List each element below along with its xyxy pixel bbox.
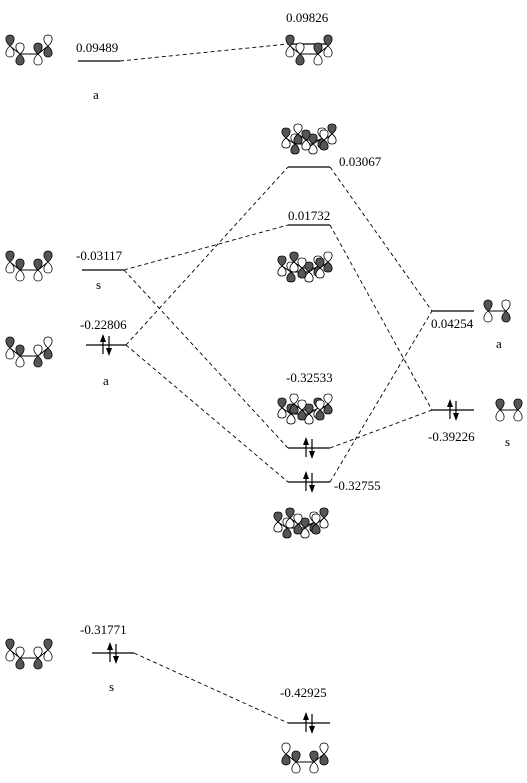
complex-orbital-icon [277, 251, 333, 283]
butadiene-orbital-icon [5, 34, 53, 66]
orbital-pictograms [5, 34, 523, 774]
electron-pair-icon [447, 399, 459, 421]
correlation-line [125, 344, 289, 483]
symmetry-labels: a s a a s s [93, 87, 510, 694]
electron-pair-icon [303, 712, 315, 734]
butadiene-orbital-icon [5, 250, 53, 282]
energy-levels [78, 43, 474, 724]
energy-label: 0.09489 [76, 40, 118, 55]
correlation-line [125, 166, 289, 346]
symmetry-label: a [93, 87, 99, 102]
energy-label: -0.03117 [76, 248, 123, 263]
butadiene-orbital-icon [5, 336, 53, 368]
correlation-line [329, 224, 433, 411]
ethylene-orbital-icon [483, 299, 511, 323]
symmetry-label: s [109, 679, 114, 694]
electron-pair-icon [303, 471, 315, 493]
butadiene-orbital-icon [5, 638, 53, 670]
symmetry-label: a [496, 336, 502, 351]
energy-label: 0.09826 [286, 10, 329, 25]
symmetry-label: s [505, 434, 510, 449]
electron-pairs [100, 334, 459, 734]
energy-labels: 0.09489 0.09826 0.03067 0.01732 -0.03117… [76, 10, 475, 700]
electron-pair-icon [303, 437, 315, 459]
complex-orbital-icon [273, 507, 329, 539]
energy-label: -0.22806 [80, 317, 127, 332]
butadiene-orbital-icon [285, 34, 333, 66]
complex-orbital-icon [277, 393, 333, 425]
complex-orbital-icon [281, 123, 337, 155]
correlation-line [329, 166, 433, 312]
correlation-line [119, 43, 289, 62]
energy-label: -0.39226 [428, 429, 475, 444]
symmetry-label: s [96, 277, 101, 292]
correlation-line [329, 409, 433, 449]
correlation-line [123, 269, 289, 449]
correlation-line [123, 224, 289, 271]
ethylene-orbital-icon [495, 398, 523, 422]
electron-pair-icon [100, 334, 112, 356]
correlation-line [133, 652, 289, 724]
energy-label: -0.32755 [334, 478, 381, 493]
energy-label: -0.31771 [80, 622, 127, 637]
energy-label: -0.32533 [286, 370, 333, 385]
electron-pair-icon [107, 642, 119, 664]
energy-label: 0.04254 [431, 316, 474, 331]
correlation-lines [119, 43, 433, 724]
symmetry-label: a [103, 373, 109, 388]
energy-label: 0.01732 [288, 208, 330, 223]
energy-label: -0.42925 [280, 685, 327, 700]
correlation-line [329, 310, 433, 483]
butadiene-orbital-icon [281, 742, 329, 774]
energy-label: 0.03067 [339, 154, 382, 169]
